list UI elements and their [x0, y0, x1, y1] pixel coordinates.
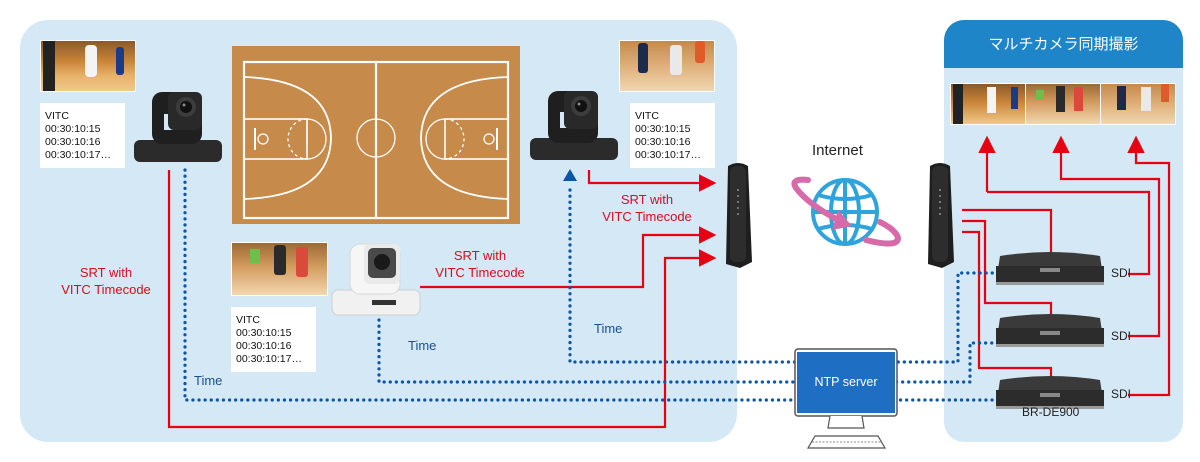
srt-line-camera-3 [420, 226, 717, 289]
multicam-preview-1 [950, 83, 1026, 125]
camera-3-vitc: VITC 00:30:10:15 00:30:10:16 00:30:10:17… [231, 307, 316, 372]
camera-2-vitc: VITC 00:30:10:15 00:30:10:16 00:30:10:17… [630, 103, 715, 168]
time-label-3: Time [594, 321, 623, 336]
decoder-3-icon [996, 376, 1104, 409]
vitc-timecode: 00:30:10:16 [45, 136, 101, 148]
ptz-camera-1-icon [134, 92, 222, 162]
srt-label-line: SRT with [79, 265, 133, 280]
camera-1-preview [40, 40, 136, 92]
vitc-timecode: 00:30:10:15 [635, 123, 691, 135]
router-receiver-icon [928, 163, 954, 268]
srt-label-top: SRT with VITC Timecode [592, 191, 702, 225]
camera-3-preview [231, 242, 328, 296]
vitc-timecode: 00:30:10:15 [236, 327, 292, 339]
sdi-label-1: SDI [1111, 266, 1132, 280]
multicam-sync-title: マルチカメラ同期撮影 [944, 20, 1183, 68]
decoder-1-icon [996, 252, 1104, 285]
time-label-1: Time [194, 373, 223, 388]
time-line-camera-3 [377, 318, 999, 384]
vitc-label: VITC [635, 110, 659, 122]
time-label-2: Time [408, 338, 437, 353]
vitc-timecode: 00:30:10:16 [236, 340, 292, 352]
srt-label-left: SRT with VITC Timecode [46, 264, 166, 298]
srt-line-camera-1 [167, 170, 717, 429]
multicam-preview-2 [1025, 83, 1101, 125]
internet-globe-icon [811, 178, 879, 246]
vitc-timecode: 00:30:10:17… [236, 353, 302, 365]
internet-label: Internet [812, 142, 863, 159]
camera-1-vitc: VITC 00:30:10:15 00:30:10:16 00:30:10:17… [40, 103, 125, 168]
ptz-camera-2-icon [530, 91, 618, 160]
ntp-server-label: NTP server [814, 375, 878, 389]
ptz-camera-3-icon [331, 243, 421, 316]
vitc-timecode: 00:30:10:17… [45, 149, 111, 161]
time-arrow-up [563, 169, 577, 181]
srt-line-camera-2 [587, 170, 717, 192]
srt-label-line: VITC Timecode [435, 265, 525, 280]
router-venue-icon [726, 163, 752, 268]
srt-label-line: VITC Timecode [61, 282, 151, 297]
decoder-model-label: BR-DE900 [1022, 405, 1080, 419]
srt-label-line: SRT with [453, 248, 507, 263]
vitc-timecode: 00:30:10:17… [635, 149, 701, 161]
ntp-server-monitor-icon [794, 348, 898, 449]
vitc-label: VITC [45, 110, 69, 122]
vitc-timecode: 00:30:10:15 [45, 123, 101, 135]
sdi-label-3: SDI [1111, 387, 1132, 401]
multicam-preview-3 [1100, 83, 1176, 125]
srt-label-mid: SRT with VITC Timecode [420, 247, 540, 281]
vitc-label: VITC [236, 314, 260, 326]
srt-label-line: VITC Timecode [602, 209, 692, 224]
srt-label-line: SRT with [620, 192, 674, 207]
vitc-timecode: 00:30:10:16 [635, 136, 691, 148]
time-line-camera-2 [568, 188, 999, 364]
orbit-arrow-icon [791, 176, 902, 247]
camera-2-preview [619, 40, 715, 92]
sdi-label-2: SDI [1111, 329, 1132, 343]
decoder-2-icon [996, 314, 1104, 347]
